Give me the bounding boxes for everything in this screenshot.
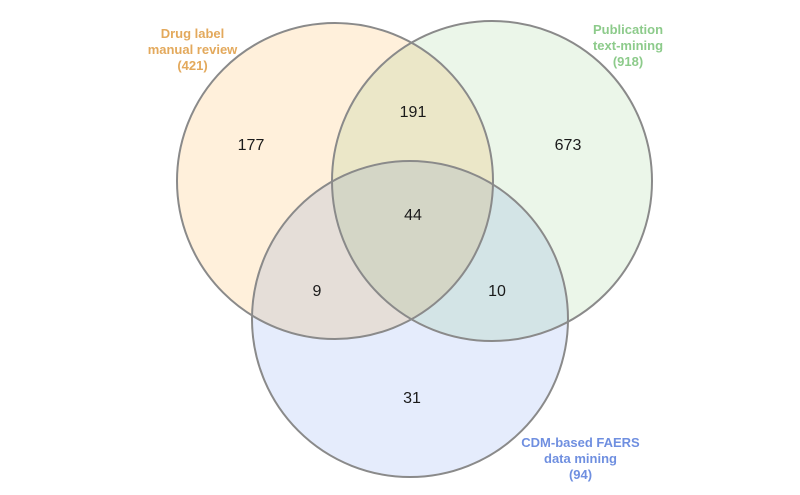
count-faers-only: 31 — [403, 390, 421, 407]
count-drug-label-and-faers: 9 — [312, 283, 322, 300]
circle-drug-label-outline — [176, 22, 494, 340]
count-drug-label-and-publication: 191 — [399, 104, 427, 121]
label-faers: CDM-based FAERS data mining (94) — [508, 435, 653, 483]
label-faers-line1: CDM-based FAERS — [521, 435, 640, 450]
count-publication-only: 673 — [554, 137, 582, 154]
count-drug-label-only: 177 — [237, 137, 265, 154]
label-publication-count: (918) — [612, 54, 644, 69]
label-drug-label-count: (421) — [177, 58, 208, 73]
count-publication-and-faers: 10 — [488, 283, 506, 300]
label-publication-line2: text-mining — [592, 38, 664, 53]
label-drug-label-line1: Drug label — [160, 26, 225, 41]
circle-faers-outline — [251, 160, 569, 478]
label-drug-label-line2: manual review — [147, 42, 238, 57]
label-drug-label: Drug label manual review (421) — [130, 26, 255, 74]
label-publication-line1: Publication — [592, 22, 664, 37]
count-all-three: 44 — [404, 207, 422, 224]
label-publication: Publication text-mining (918) — [578, 22, 678, 70]
label-faers-line2: data mining — [544, 451, 617, 466]
label-faers-count: (94) — [568, 467, 593, 482]
